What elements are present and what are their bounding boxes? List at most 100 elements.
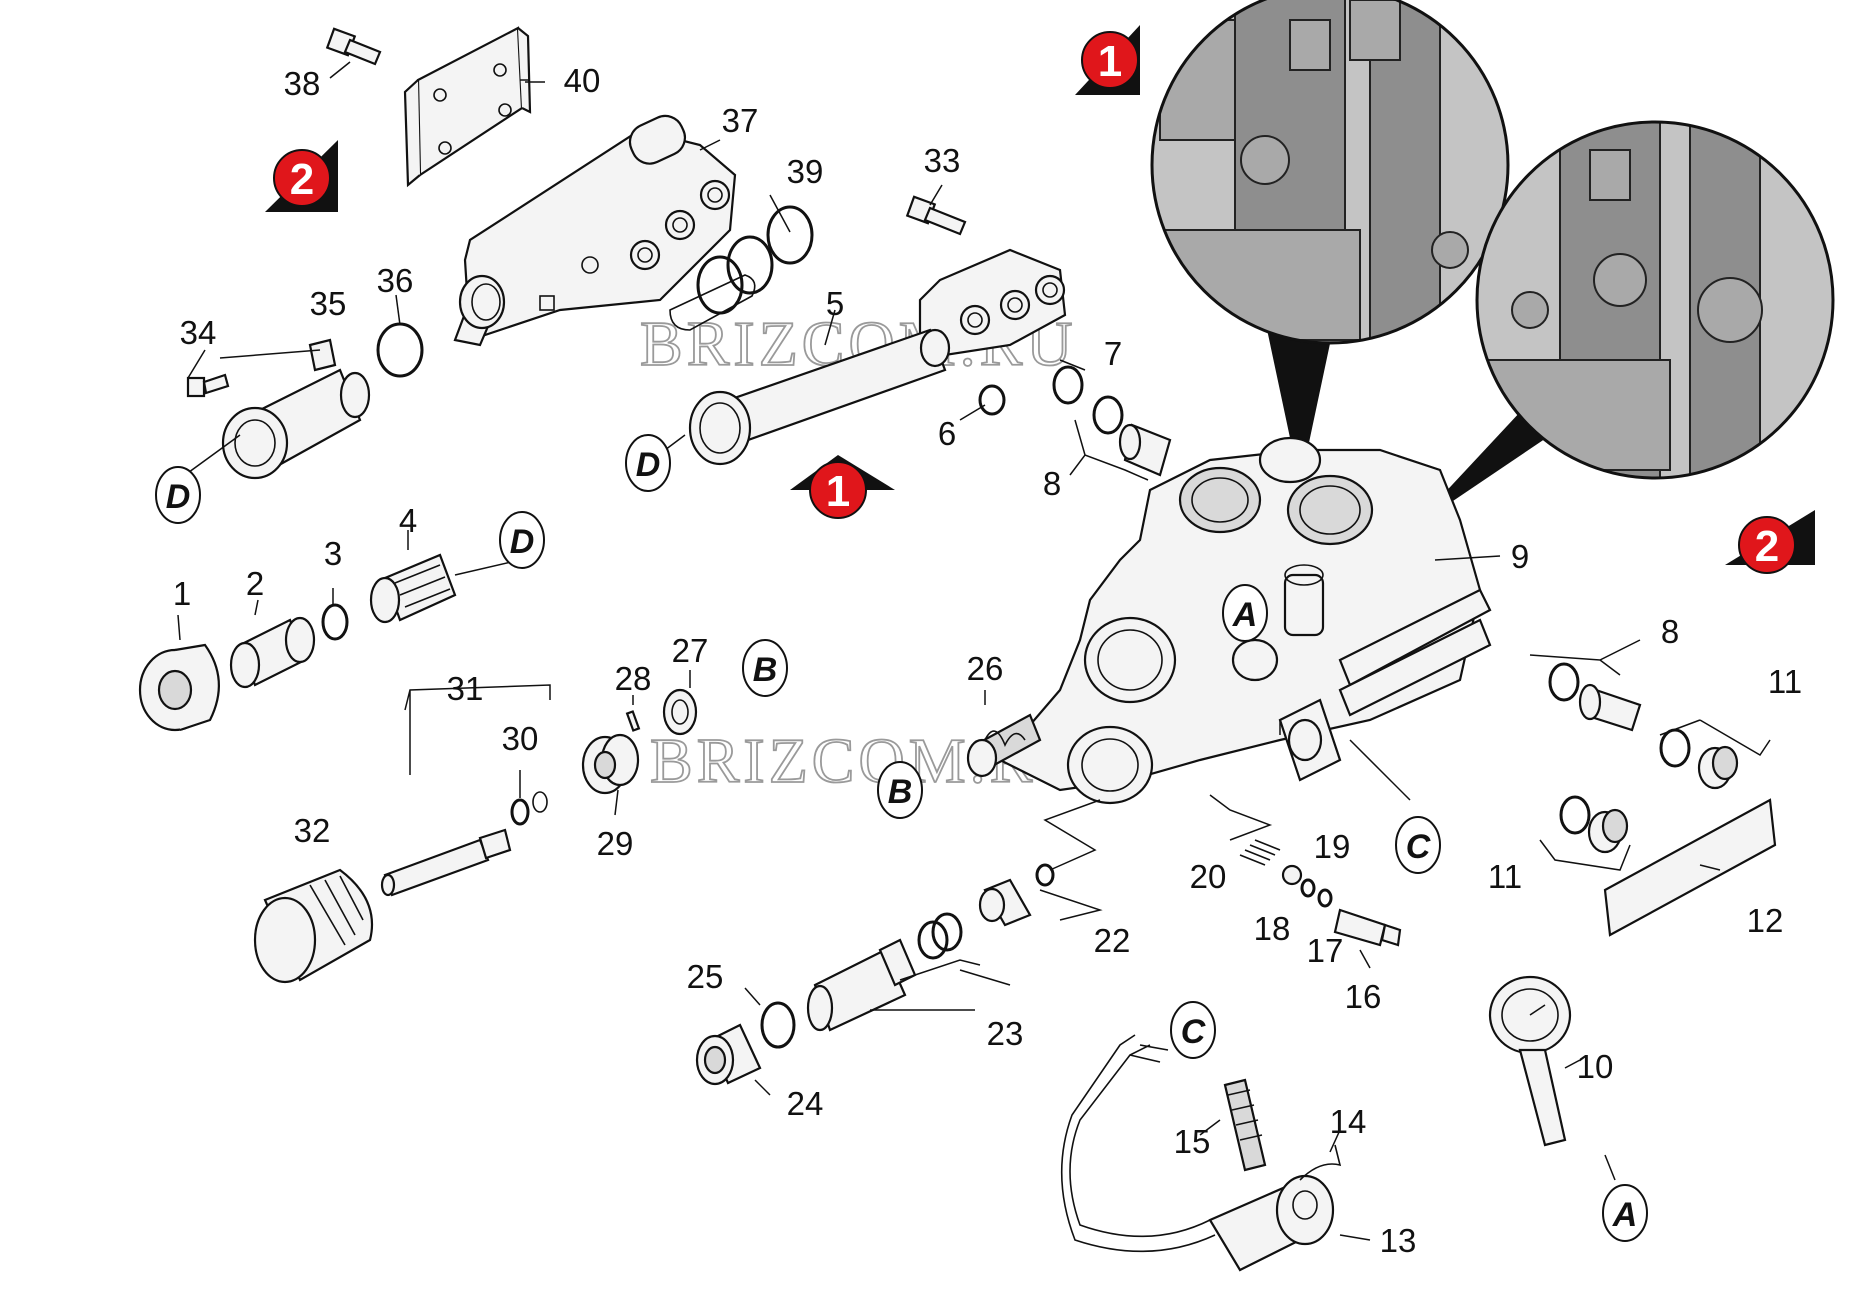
part-28-pin — [625, 710, 641, 732]
part-33-bolt — [905, 195, 967, 236]
svg-text:C: C — [1181, 1013, 1206, 1051]
svg-text:1: 1 — [1098, 37, 1122, 86]
connector-a: A — [1602, 1184, 1648, 1242]
leader-lines — [177, 61, 1771, 1241]
label-28: 28 — [615, 660, 652, 697]
part-4-filter — [369, 553, 457, 624]
part-32-knob — [253, 868, 374, 984]
part-2-nozzle — [229, 616, 316, 689]
label-39: 39 — [787, 153, 824, 190]
svg-text:1: 1 — [826, 467, 850, 516]
label-11: 11 — [1488, 858, 1522, 895]
label-26: 26 — [967, 650, 1004, 687]
part-40-bracket — [403, 26, 532, 188]
label-35: 35 — [310, 285, 347, 322]
label-6: 6 — [938, 415, 956, 452]
label-5: 5 — [826, 285, 844, 322]
detail-view-1 — [1150, 0, 1510, 485]
label-25: 25 — [687, 958, 724, 995]
part-35-inlet-fitting — [221, 338, 371, 480]
view-badge-1: 1 — [790, 455, 895, 519]
svg-text:B: B — [888, 773, 913, 811]
part-30-oring — [510, 798, 530, 826]
label-13: 13 — [1380, 1222, 1417, 1259]
part-number-labels: 1 2 3 4 5 6 7 8 8 9 10 11 11 12 13 14 15… — [173, 62, 1802, 1259]
part-37-manifold — [453, 114, 737, 347]
label-32: 32 — [294, 812, 331, 849]
part-19-ball — [1281, 864, 1303, 886]
svg-text:B: B — [753, 651, 778, 689]
part-22-oring — [1035, 863, 1055, 887]
part-29-bushing — [581, 733, 640, 795]
part-8-valve — [1578, 683, 1642, 732]
view-badge-2: 2 — [1725, 510, 1815, 574]
connector-d: D — [155, 466, 201, 524]
label-40: 40 — [564, 62, 601, 99]
part-15-sensor — [1223, 1078, 1267, 1172]
view-badge-1: 1 — [1075, 25, 1140, 95]
label-15: 15 — [1174, 1123, 1211, 1160]
label-8: 8 — [1661, 613, 1679, 650]
label-34: 34 — [180, 314, 217, 351]
part-23-oring — [931, 912, 963, 952]
part-8-valve — [1118, 423, 1172, 477]
part-3-oring — [321, 603, 349, 641]
part-16-fitting — [1333, 908, 1402, 947]
part-18-oring — [1300, 878, 1316, 898]
part-11-oring — [1559, 795, 1591, 835]
part-26-spring — [966, 713, 1042, 778]
label-19: 19 — [1314, 828, 1351, 865]
label-38: 38 — [284, 65, 321, 102]
part-10-gauge — [1488, 975, 1572, 1147]
label-11: 11 — [1768, 663, 1802, 700]
label-22: 22 — [1094, 922, 1131, 959]
part-13-pressure-switch — [1060, 1034, 1335, 1272]
view-badge-2: 2 — [265, 140, 338, 212]
part-5-tube — [688, 328, 951, 466]
part-11-oring — [1659, 728, 1691, 768]
svg-text:2: 2 — [1755, 522, 1779, 571]
part-11-plug — [1697, 745, 1739, 790]
label-3: 3 — [324, 535, 342, 572]
connector-b: B — [742, 639, 788, 697]
label-20: 20 — [1190, 858, 1227, 895]
part-31-spindle — [380, 828, 512, 897]
part-9-pump-head — [998, 436, 1492, 805]
part-39-orings — [669, 205, 814, 331]
svg-text:A: A — [1232, 596, 1258, 634]
label-12: 12 — [1747, 902, 1784, 939]
svg-text:D: D — [636, 446, 661, 484]
part-12-plate — [1603, 798, 1777, 937]
connector-a: A — [1222, 584, 1268, 642]
part-8-oring — [1548, 662, 1580, 702]
part-27-washer — [662, 688, 698, 736]
part-22-valve — [978, 878, 1032, 927]
label-37: 37 — [722, 102, 759, 139]
part-11-plug — [1587, 808, 1629, 854]
part-30-washer — [532, 791, 548, 813]
svg-text:C: C — [1406, 828, 1431, 866]
part-36-oring — [376, 322, 424, 378]
label-31: 31 — [447, 670, 484, 707]
connector-c: C — [1170, 1001, 1216, 1059]
label-8: 8 — [1043, 465, 1061, 502]
connector-b: B — [877, 761, 923, 819]
label-27: 27 — [672, 632, 709, 669]
detail-view-2 — [1410, 120, 1835, 530]
connector-d: D — [499, 511, 545, 569]
label-30: 30 — [502, 720, 539, 757]
svg-text:D: D — [510, 523, 535, 561]
connector-d: D — [625, 434, 671, 492]
connector-c: C — [1395, 816, 1441, 874]
part-25-oring — [760, 1001, 796, 1049]
part-17-oring — [1317, 888, 1333, 908]
part-7-oring — [1052, 365, 1084, 405]
label-23: 23 — [987, 1015, 1024, 1052]
part-34-screw — [186, 373, 230, 398]
label-7: 7 — [1104, 335, 1122, 372]
svg-text:A: A — [1612, 1196, 1638, 1234]
svg-text:2: 2 — [290, 155, 314, 204]
label-36: 36 — [377, 262, 414, 299]
label-33: 33 — [924, 142, 961, 179]
